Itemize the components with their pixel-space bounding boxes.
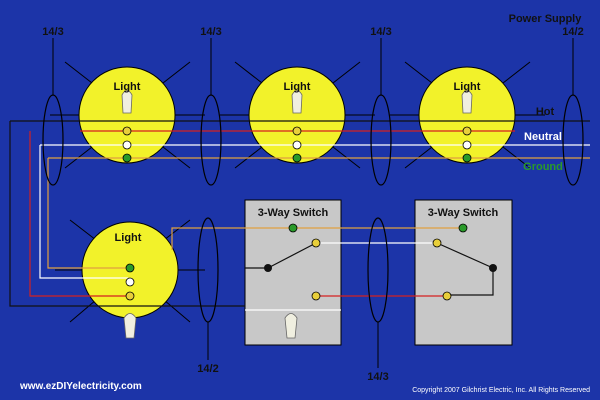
cable-bundle-bottom-mid xyxy=(367,217,389,323)
terminal-4-ground xyxy=(125,263,135,273)
power-supply-label: Power Supply xyxy=(509,13,583,25)
terminal-4-red xyxy=(125,291,135,301)
cable-bundle-supply xyxy=(562,94,584,186)
terminal-3-ground xyxy=(462,153,472,163)
cable-label-top-3: 14/3 xyxy=(370,26,391,38)
cable-bundle-3 xyxy=(370,94,392,186)
switch-1-common-terminal xyxy=(264,264,272,272)
switch-1-ground-terminal xyxy=(288,223,298,233)
light-1-label: Light xyxy=(114,81,141,93)
switch-1-traveler-2 xyxy=(311,291,321,301)
hot-wires xyxy=(9,120,590,307)
terminal-1-ground xyxy=(122,153,132,163)
site-url: www.ezDIYelectricity.com xyxy=(19,381,142,392)
light-fixtures xyxy=(78,66,516,319)
light-3 xyxy=(418,66,516,164)
switch-box-2 xyxy=(414,199,513,346)
light-1 xyxy=(78,66,176,164)
terminal-1-neutral xyxy=(122,140,132,150)
neutral-wires xyxy=(39,144,590,311)
light-3-label: Light xyxy=(454,81,481,93)
switch-2-traveler-2 xyxy=(442,291,452,301)
cable-label-top-2: 14/3 xyxy=(200,26,221,38)
terminals xyxy=(122,126,497,301)
bulb-icon-1 xyxy=(121,90,133,114)
switch-2-label: 3-Way Switch xyxy=(428,207,499,219)
terminal-2-red xyxy=(292,126,302,136)
light-2 xyxy=(248,66,346,164)
cable-bundle-2 xyxy=(200,94,222,186)
terminal-2-ground xyxy=(292,153,302,163)
terminal-2-neutral xyxy=(292,140,302,150)
light-4-label: Light xyxy=(115,232,142,244)
terminal-4-neutral xyxy=(125,277,135,287)
cable-bundle-1 xyxy=(42,94,64,186)
switch-1-traveler-1 xyxy=(311,238,321,248)
cable-label-bottom-left: 14/2 xyxy=(197,363,218,375)
switch-2-traveler-1 xyxy=(432,238,442,248)
switch-2-ground-terminal xyxy=(458,223,468,233)
bulb-icons xyxy=(121,90,473,339)
terminal-1-red xyxy=(122,126,132,136)
hot-label: Hot xyxy=(536,106,555,118)
bulb-icon-3 xyxy=(461,90,473,114)
ground-label: Ground xyxy=(523,161,563,173)
cable-label-bottom-mid: 14/3 xyxy=(367,371,388,383)
cable-label-top-1: 14/3 xyxy=(42,26,63,38)
neutral-label: Neutral xyxy=(524,131,562,143)
wire-nut-icon-2 xyxy=(284,313,298,339)
bulb-icon-2 xyxy=(291,90,303,114)
cable-label-supply: 14/2 xyxy=(562,26,583,38)
copyright-text: Copyright 2007 Gilchrist Electric, Inc. … xyxy=(412,387,590,394)
traveler-wires xyxy=(47,157,590,269)
terminal-3-red xyxy=(462,126,472,136)
label-leaders xyxy=(52,38,574,368)
terminal-3-neutral xyxy=(462,140,472,150)
light-2-label: Light xyxy=(284,81,311,93)
switch-1-label: 3-Way Switch xyxy=(258,207,329,219)
wire-nut-icon-1 xyxy=(123,313,137,339)
switch-2-common-terminal xyxy=(489,264,497,272)
